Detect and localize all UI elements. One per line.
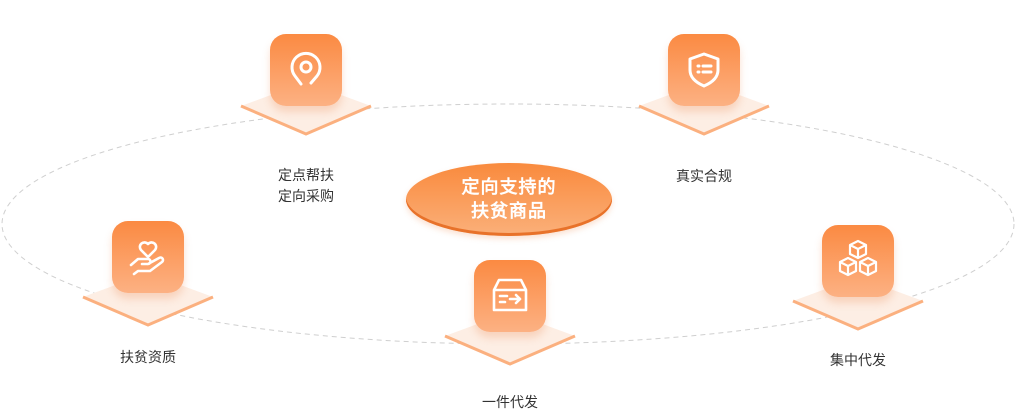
feature-label: 真实合规 — [676, 169, 732, 185]
location-pin-icon — [270, 34, 342, 106]
center-title-badge: 定向支持的 扶贫商品 — [406, 163, 612, 236]
heart-hand-icon — [112, 221, 184, 293]
feature-label: 一件代发 — [482, 395, 538, 411]
shield-list-icon — [668, 34, 740, 106]
center-title-line2: 扶贫商品 — [471, 200, 547, 222]
feature-label: 集中代发 — [830, 353, 886, 369]
feature-label: 扶贫资质 — [120, 350, 176, 366]
cubes-icon — [822, 225, 894, 297]
center-title-line1: 定向支持的 — [461, 176, 557, 198]
box-arrow-icon — [474, 260, 546, 332]
feature-label: 定点帮扶 定向采购 — [278, 168, 334, 205]
